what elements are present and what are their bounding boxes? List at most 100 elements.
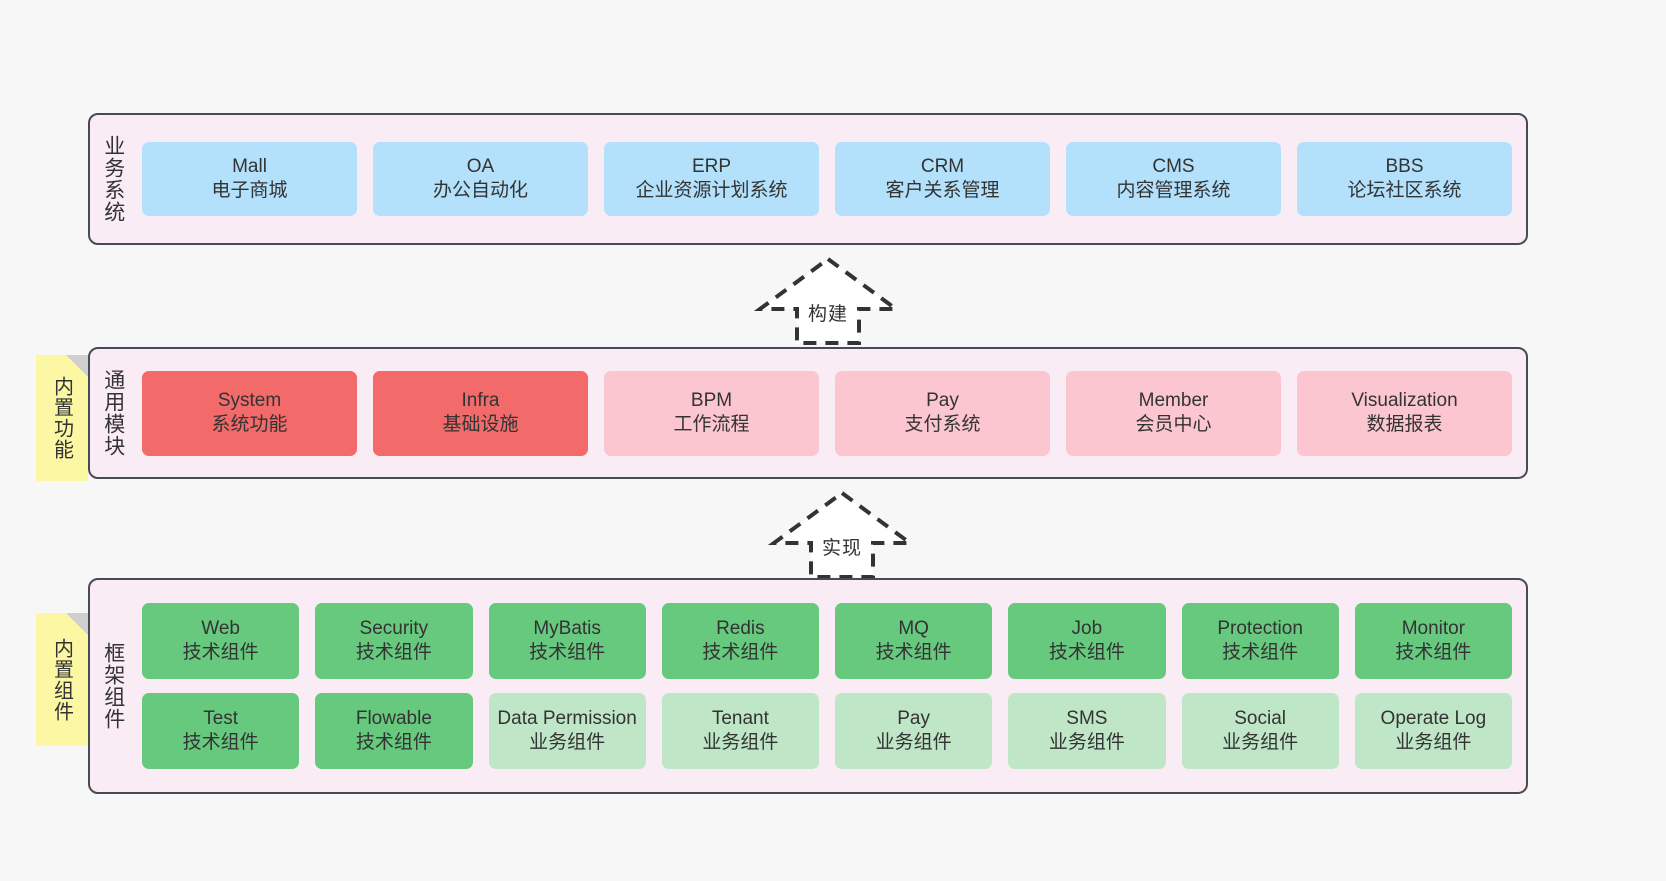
card-cn-label: 业务组件 bbox=[702, 732, 779, 753]
framework-card-mq[interactable]: MQ 技术组件 bbox=[835, 603, 993, 679]
framework-card-operate-log[interactable]: Operate Log 业务组件 bbox=[1354, 693, 1512, 769]
card-en-label: BPM bbox=[690, 390, 733, 412]
layer-business-system: 业务系统 Mall 电子商城 OA 办公自动化 ERP 企业资源计划系统 CRM… bbox=[88, 113, 1528, 245]
sticky-note-builtin-component: 内置组件 bbox=[36, 613, 88, 746]
layer-common-modules-body: System 系统功能 Infra 基础设施 BPM 工作流程 Pay 支付系统… bbox=[136, 349, 1526, 477]
sticky-note-builtin-function: 内置功能 bbox=[36, 355, 88, 481]
card-cn-label: 技术组件 bbox=[355, 642, 432, 663]
business-card-mall[interactable]: Mall 电子商城 bbox=[142, 142, 357, 216]
card-cn-label: 数据报表 bbox=[1366, 414, 1443, 435]
card-en-label: Infra bbox=[461, 390, 500, 412]
framework-card-job[interactable]: Job 技术组件 bbox=[1008, 603, 1166, 679]
framework-card-sms[interactable]: SMS 业务组件 bbox=[1008, 693, 1166, 769]
card-cn-label: 技术组件 bbox=[1222, 642, 1299, 663]
framework-row-1: Web 技术组件 Security 技术组件 MyBatis 技术组件 Redi… bbox=[142, 603, 1512, 679]
card-cn-label: 技术组件 bbox=[182, 732, 259, 753]
card-en-label: Member bbox=[1138, 390, 1209, 412]
framework-card-pay[interactable]: Pay 业务组件 bbox=[835, 693, 993, 769]
card-cn-label: 基础设施 bbox=[442, 414, 519, 435]
card-cn-label: 会员中心 bbox=[1135, 414, 1212, 435]
framework-card-test[interactable]: Test 技术组件 bbox=[142, 693, 300, 769]
card-cn-label: 论坛社区系统 bbox=[1347, 180, 1462, 201]
card-cn-label: 工作流程 bbox=[673, 414, 750, 435]
module-card-system[interactable]: System 系统功能 bbox=[142, 370, 357, 456]
layer-framework-components-title: 框架组件 bbox=[101, 642, 125, 730]
card-en-label: Visualization bbox=[1351, 390, 1458, 412]
framework-card-protection[interactable]: Protection 技术组件 bbox=[1181, 603, 1339, 679]
business-card-crm[interactable]: CRM 客户关系管理 bbox=[835, 142, 1050, 216]
module-card-member[interactable]: Member 会员中心 bbox=[1066, 370, 1281, 456]
sticky-note-label: 内置组件 bbox=[50, 637, 73, 722]
layer-framework-components: 框架组件 Web 技术组件 Security 技术组件 MyBatis 技术组件… bbox=[88, 578, 1528, 794]
module-card-bpm[interactable]: BPM 工作流程 bbox=[604, 370, 819, 456]
card-cn-label: 技术组件 bbox=[355, 732, 432, 753]
card-cn-label: 技术组件 bbox=[1395, 642, 1472, 663]
layer-business-system-body: Mall 电子商城 OA 办公自动化 ERP 企业资源计划系统 CRM 客户关系… bbox=[136, 115, 1526, 243]
business-card-oa[interactable]: OA 办公自动化 bbox=[373, 142, 588, 216]
module-card-pay[interactable]: Pay 支付系统 bbox=[835, 370, 1050, 456]
layer-common-modules-title: 通用模块 bbox=[101, 369, 125, 457]
card-cn-label: 业务组件 bbox=[1222, 732, 1299, 753]
business-card-bbs[interactable]: BBS 论坛社区系统 bbox=[1297, 142, 1512, 216]
sticky-note-label: 内置功能 bbox=[50, 376, 73, 460]
card-cn-label: 技术组件 bbox=[702, 642, 779, 663]
layer-framework-components-body: Web 技术组件 Security 技术组件 MyBatis 技术组件 Redi… bbox=[136, 580, 1526, 792]
framework-card-tenant[interactable]: Tenant 业务组件 bbox=[661, 693, 819, 769]
card-en-label: SMS bbox=[1066, 708, 1108, 730]
card-en-label: ERP bbox=[691, 156, 732, 178]
card-en-label: Pay bbox=[926, 390, 959, 412]
card-cn-label: 业务组件 bbox=[529, 732, 606, 753]
card-en-label: Flowable bbox=[355, 708, 432, 730]
card-cn-label: 业务组件 bbox=[1048, 732, 1125, 753]
layer-business-system-title: 业务系统 bbox=[101, 135, 125, 223]
sticky-fold-corner-icon bbox=[66, 613, 88, 635]
card-cn-label: 企业资源计划系统 bbox=[635, 180, 788, 201]
business-card-cms[interactable]: CMS 内容管理系统 bbox=[1066, 142, 1281, 216]
card-en-label: Job bbox=[1071, 618, 1103, 640]
card-en-label: Tenant bbox=[711, 708, 769, 730]
card-cn-label: 技术组件 bbox=[182, 642, 259, 663]
business-card-erp[interactable]: ERP 企业资源计划系统 bbox=[604, 142, 819, 216]
card-en-label: Data Permission bbox=[497, 708, 637, 730]
layer-common-modules: 通用模块 System 系统功能 Infra 基础设施 BPM 工作流程 Pay… bbox=[88, 347, 1528, 479]
card-cn-label: 技术组件 bbox=[875, 642, 952, 663]
card-cn-label: 系统功能 bbox=[211, 414, 288, 435]
card-en-label: Monitor bbox=[1401, 618, 1466, 640]
card-en-label: Security bbox=[359, 618, 429, 640]
card-cn-label: 业务组件 bbox=[875, 732, 952, 753]
connector-arrow-implement: 实现 bbox=[767, 487, 917, 582]
card-en-label: Web bbox=[201, 618, 240, 640]
card-cn-label: 电子商城 bbox=[211, 180, 288, 201]
card-en-label: BBS bbox=[1385, 156, 1424, 178]
card-en-label: MyBatis bbox=[533, 618, 601, 640]
card-en-label: Operate Log bbox=[1380, 708, 1487, 730]
framework-card-data-permission[interactable]: Data Permission 业务组件 bbox=[488, 693, 646, 769]
framework-row-2: Test 技术组件 Flowable 技术组件 Data Permission … bbox=[142, 693, 1512, 769]
framework-card-flowable[interactable]: Flowable 技术组件 bbox=[315, 693, 473, 769]
card-en-label: OA bbox=[466, 156, 495, 178]
sticky-fold-corner-icon bbox=[66, 355, 88, 377]
framework-card-web[interactable]: Web 技术组件 bbox=[142, 603, 300, 679]
module-card-visualization[interactable]: Visualization 数据报表 bbox=[1297, 370, 1512, 456]
card-en-label: Pay bbox=[897, 708, 930, 730]
connector-label-implement: 实现 bbox=[821, 538, 863, 559]
module-card-infra[interactable]: Infra 基础设施 bbox=[373, 370, 588, 456]
connector-label-build: 构建 bbox=[807, 304, 849, 325]
card-en-label: System bbox=[217, 390, 282, 412]
framework-card-monitor[interactable]: Monitor 技术组件 bbox=[1354, 603, 1512, 679]
framework-card-mybatis[interactable]: MyBatis 技术组件 bbox=[488, 603, 646, 679]
framework-card-social[interactable]: Social 业务组件 bbox=[1181, 693, 1339, 769]
connector-arrow-build: 构建 bbox=[753, 253, 903, 348]
card-en-label: MQ bbox=[898, 618, 929, 640]
card-cn-label: 业务组件 bbox=[1395, 732, 1472, 753]
card-en-label: Mall bbox=[232, 156, 267, 178]
card-en-label: Social bbox=[1234, 708, 1286, 730]
card-en-label: Redis bbox=[716, 618, 765, 640]
framework-card-security[interactable]: Security 技术组件 bbox=[315, 603, 473, 679]
framework-card-redis[interactable]: Redis 技术组件 bbox=[661, 603, 819, 679]
card-cn-label: 内容管理系统 bbox=[1116, 180, 1231, 201]
card-en-label: Test bbox=[203, 708, 239, 730]
card-cn-label: 办公自动化 bbox=[432, 180, 528, 201]
card-en-label: Protection bbox=[1217, 618, 1303, 640]
